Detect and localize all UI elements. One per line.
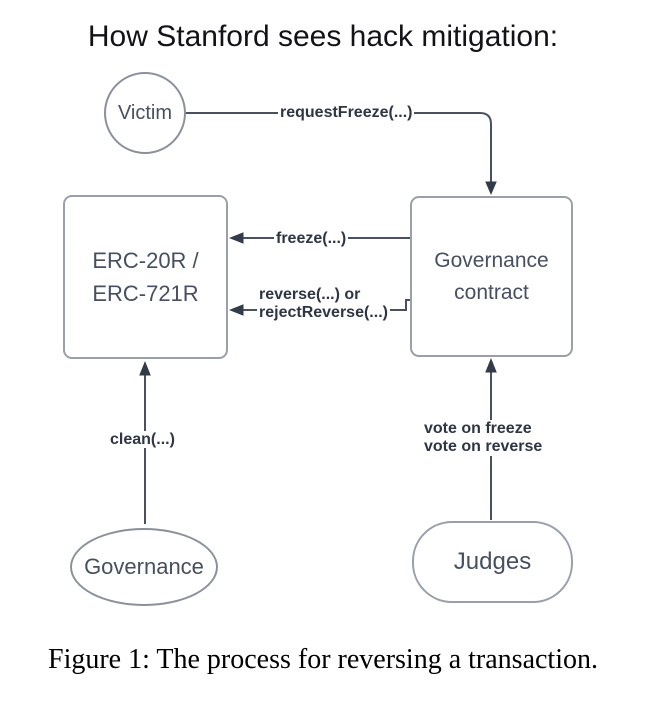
node-victim-label: Victim	[117, 101, 173, 124]
edge-clean-arrowhead	[139, 361, 151, 376]
edge-vote-label-line2: vote on reverse	[424, 438, 543, 455]
edge-vote-label-line1: vote on freeze	[424, 420, 532, 437]
node-governance-contract: Governance contract	[410, 196, 573, 357]
figure-caption: Figure 1: The process for reversing a tr…	[48, 644, 598, 675]
edge-request-freeze-arrowhead	[485, 181, 497, 195]
edge-clean-label: clean(...)	[108, 431, 177, 448]
edge-request-freeze-line	[186, 112, 492, 182]
diagram-title: How Stanford sees hack mitigation:	[87, 20, 559, 53]
node-governance: Governance	[70, 528, 218, 606]
node-judges-label: Judges	[453, 548, 532, 575]
edge-freeze-arrowhead	[229, 232, 244, 244]
edge-freeze-label: freeze(...)	[274, 230, 349, 247]
node-governance-label: Governance	[84, 554, 204, 579]
edge-vote-label: vote on freeze vote on reverse	[422, 420, 545, 456]
edge-reverse-label: reverse(...) or rejectReverse(...)	[257, 286, 390, 322]
node-governance-contract-label-line2: contract	[454, 280, 529, 304]
edge-vote-arrowhead	[485, 358, 497, 373]
edge-reverse-label-line2: rejectReverse(...)	[259, 304, 388, 321]
node-erc-tokens: ERC-20R / ERC-721R	[63, 195, 228, 359]
node-erc-label-line2: ERC-721R	[92, 281, 199, 306]
node-governance-contract-label-line1: Governance	[434, 248, 549, 272]
node-erc-label-line1: ERC-20R /	[92, 248, 199, 273]
edge-reverse-arrowhead	[229, 304, 244, 316]
edge-request-freeze-label: requestFreeze(...)	[278, 104, 415, 121]
edge-reverse-label-line1: reverse(...) or	[259, 286, 361, 303]
node-judges: Judges	[412, 521, 573, 603]
node-victim: Victim	[104, 72, 186, 154]
